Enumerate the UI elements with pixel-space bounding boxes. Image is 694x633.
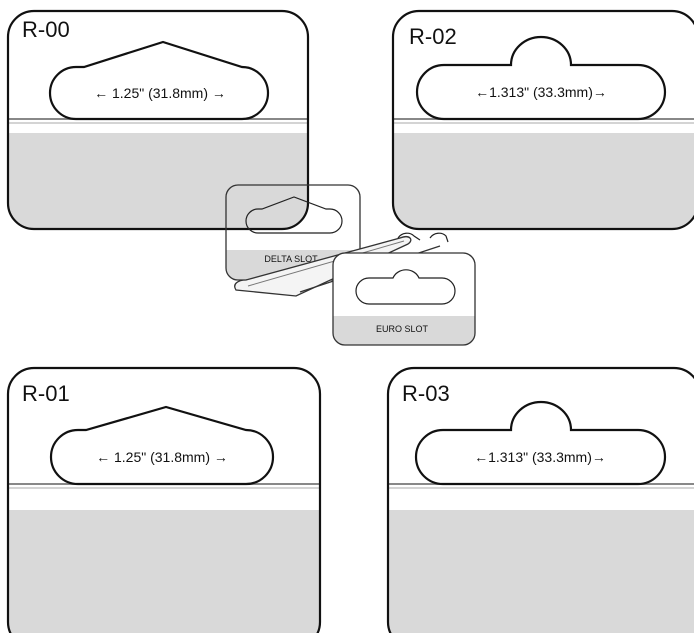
panel-r03: R-03 ←1.313" (33.3mm)→ [386, 366, 694, 633]
panel-code: R-01 [22, 381, 70, 406]
delta-slot-small-icon [245, 196, 343, 234]
tag-outline [391, 9, 694, 231]
panel-code: R-00 [22, 17, 70, 42]
slot-dimension: ←1.313" (33.3mm)→ [474, 449, 606, 465]
euro-slot-tab: EURO SLOT [332, 252, 476, 346]
tag-outline [386, 366, 694, 633]
delta-slot-shape [48, 40, 270, 121]
slot-dimension: ← 1.25" (31.8mm) → [96, 449, 228, 465]
tag-outline [6, 366, 322, 633]
gray-band [388, 510, 694, 633]
euro-slot-small-icon [355, 269, 456, 305]
euro-slot-label: EURO SLOT [376, 324, 429, 334]
tab-outline [332, 252, 476, 346]
hook-wire-end [429, 232, 449, 243]
euro-slot-shape [415, 35, 667, 121]
panel-r01: R-01 ← 1.25" (31.8mm) → [6, 366, 322, 633]
euro-slot-shape [414, 400, 667, 486]
tag-outline [6, 9, 310, 231]
slot-dimension: ← 1.25" (31.8mm) → [94, 85, 226, 101]
gray-band [8, 510, 320, 633]
panel-code: R-03 [402, 381, 450, 406]
panel-r02: R-02 ←1.313" (33.3mm)→ [391, 9, 694, 231]
delta-slot-shape [49, 405, 275, 486]
delta-slot-label: DELTA SLOT [264, 254, 318, 264]
gray-band [393, 133, 694, 229]
panel-code: R-02 [409, 24, 457, 49]
gray-band [333, 316, 475, 345]
slot-dimension: ←1.313" (33.3mm)→ [475, 84, 607, 100]
center-illustration: DELTA SLOT EURO SLOT [225, 184, 476, 346]
panel-r00: R-00 ← 1.25" (31.8mm) → [6, 9, 310, 231]
hook-wire-end [397, 232, 421, 241]
hook-wire-highlight [247, 240, 405, 287]
gray-band [8, 133, 308, 229]
